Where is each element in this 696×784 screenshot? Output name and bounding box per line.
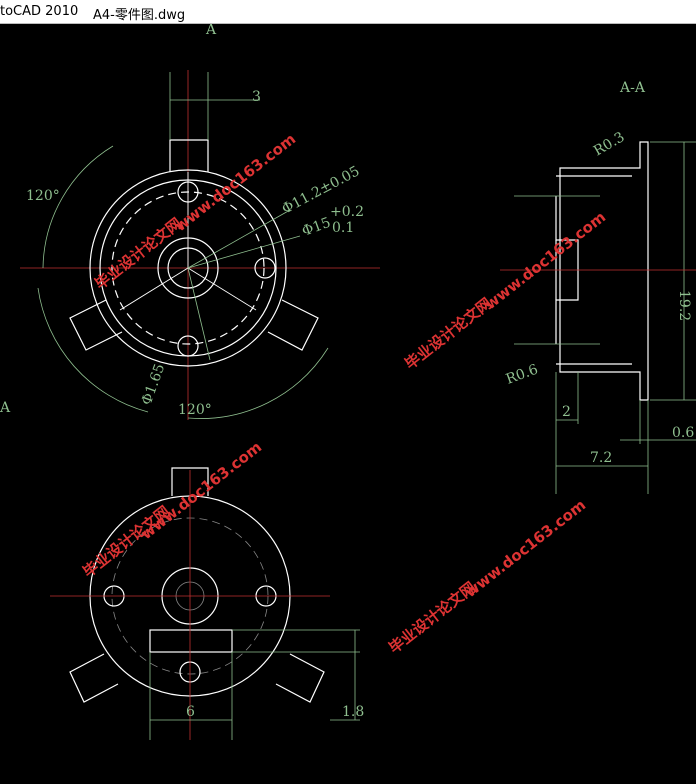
dim-19-2: 19.2 — [676, 290, 692, 321]
hole-right — [254, 257, 276, 279]
bottom-dimensions — [149, 629, 360, 740]
watermark-url-2: www.doc163.com — [481, 208, 609, 313]
window-titlebar: toCAD 2010 A4-零件图.dwg — [0, 0, 696, 24]
section-mark-left: A — [0, 400, 11, 416]
file-title: A4-零件图.dwg — [93, 8, 186, 23]
outer-circle — [89, 169, 287, 367]
front-view — [20, 70, 380, 420]
tab-left — [69, 299, 123, 351]
dim-r-0-3: R0.3 — [591, 129, 627, 159]
section-mark-top: A — [205, 24, 217, 38]
cad-drawing: A A 3 120° 120° Φ11.2±0.05 Φ15 +0.2 0.1 … — [0, 24, 696, 740]
dim-dia-15: Φ15 — [300, 215, 333, 240]
section-view — [555, 141, 649, 401]
dim-dia-1-65: Φ1.65 — [139, 362, 169, 408]
watermark-cn-2: 毕业设计论文网 — [401, 294, 495, 373]
dim-tol-upper: +0.2 — [330, 204, 364, 220]
dim-6: 6 — [186, 704, 195, 720]
watermark-url-3: www.doc163.com — [137, 438, 265, 543]
drawing-canvas[interactable]: A A 3 120° 120° Φ11.2±0.05 Φ15 +0.2 0.1 … — [0, 24, 696, 784]
dim-tol-lower: 0.1 — [332, 220, 354, 236]
tab-top — [169, 139, 209, 172]
watermark-cn-1: 毕业设计论文网 — [91, 214, 185, 293]
watermark-url-4: www.doc163.com — [461, 496, 589, 601]
tab-right — [267, 299, 319, 351]
dim-angle-left: 120° — [26, 188, 60, 204]
hole-bottom — [177, 335, 199, 357]
dim-1-8: 1.8 — [342, 704, 364, 720]
app-title: toCAD 2010 — [0, 4, 79, 19]
dim-width-top: 3 — [252, 89, 261, 105]
section-view-title: A-A — [619, 80, 646, 96]
section-dimensions — [514, 141, 696, 494]
dim-r-0-6: R0.6 — [504, 361, 540, 387]
dim-7-2: 7.2 — [590, 450, 612, 466]
dim-angle-bottom: 120° — [178, 402, 212, 418]
dim-0-6: 0.6 — [672, 425, 694, 441]
dim-2: 2 — [562, 404, 571, 420]
front-dimensions — [37, 72, 329, 419]
